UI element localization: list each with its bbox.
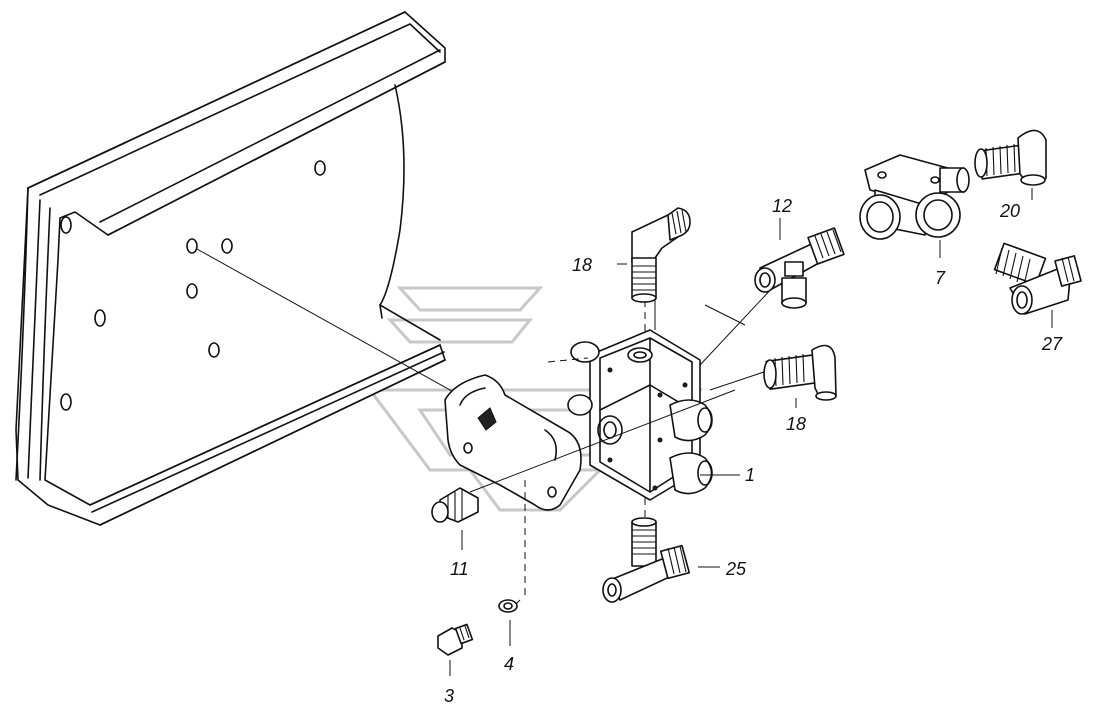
bolt-3 [437, 623, 474, 656]
tee-fitting-25 [602, 517, 691, 603]
callout-1: 1 [745, 465, 755, 485]
washer-4 [498, 599, 518, 613]
elbow-fitting-18-right [763, 344, 837, 401]
elbow-fitting-18-top [631, 207, 691, 303]
callout-20: 20 [999, 201, 1020, 221]
elbow-fitting-27 [993, 242, 1082, 315]
callout-11: 11 [450, 559, 469, 579]
valve-7 [859, 154, 970, 240]
callout-18-right: 18 [786, 414, 806, 434]
callout-7: 7 [935, 268, 946, 288]
callout-3: 3 [444, 686, 454, 706]
union-fitting-11 [431, 487, 479, 523]
callout-25: 25 [725, 559, 747, 579]
callout-12: 12 [772, 196, 792, 216]
frame-rail [15, 11, 446, 526]
callout-4: 4 [504, 654, 514, 674]
leader-12 [699, 284, 776, 366]
leader-11 [469, 389, 736, 493]
protection-valve [567, 329, 713, 501]
callout-27: 27 [1041, 334, 1063, 354]
callout-18-top: 18 [572, 255, 592, 275]
tee-fitting-12 [754, 227, 845, 309]
leader-18b [709, 369, 771, 391]
leader-valve-top [704, 304, 746, 326]
mounting-bracket [444, 374, 582, 511]
assembly-line-a [547, 357, 589, 363]
leader-frame-bracket [196, 248, 469, 401]
elbow-fitting-20 [974, 129, 1047, 186]
